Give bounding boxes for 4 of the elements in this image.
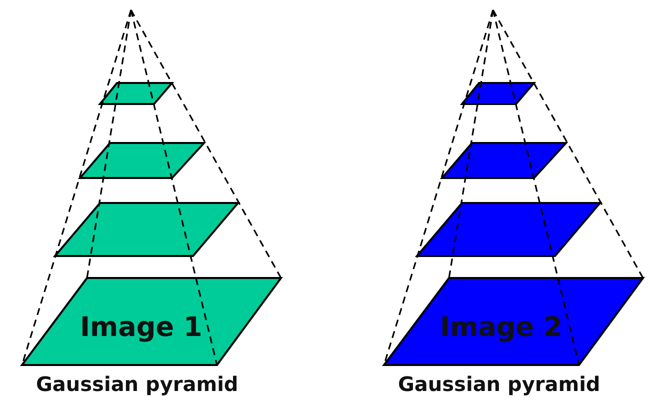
image-label: Image 2 (440, 312, 562, 343)
image-label: Image 1 (80, 312, 202, 343)
pyramid-caption: Gaussian pyramid (36, 372, 238, 396)
pyramid-caption: Gaussian pyramid (398, 372, 600, 396)
